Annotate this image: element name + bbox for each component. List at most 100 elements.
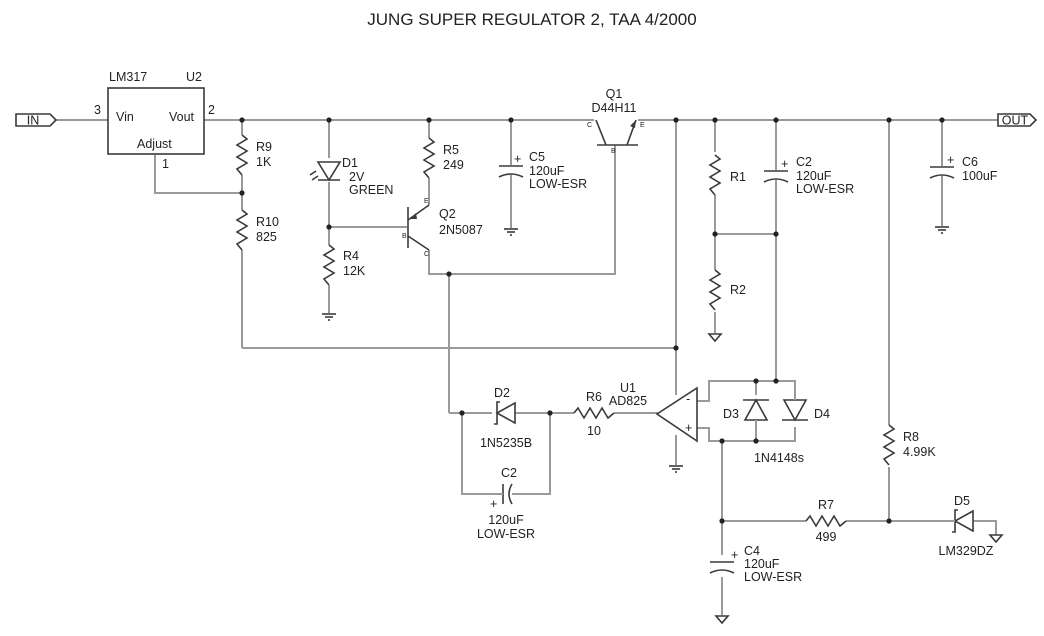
resistor-r7: R7 499 (805, 498, 847, 544)
c5-value: 120uF (529, 164, 565, 178)
c6-plus: + (947, 153, 954, 167)
u1-ref: U1 (620, 381, 636, 395)
c2-top-value: 120uF (796, 169, 832, 183)
capacitor-c2-bottom: + C2 120uF LOW-ESR (477, 466, 535, 541)
resistor-r5: R5 249 (422, 137, 464, 179)
zener-d5: D5 LM329DZ (939, 494, 994, 558)
c4-desc: LOW-ESR (744, 570, 802, 584)
diode-d3: D3 (723, 398, 769, 427)
opamp-u1: - + U1 AD825 (609, 381, 698, 443)
q2-pin-b: B (402, 233, 407, 240)
resistor-r1: R1 (708, 154, 746, 196)
u2-pin2: 2 (208, 103, 215, 117)
q1-pin-c: C (587, 122, 592, 129)
d4-ref: D4 (814, 407, 830, 421)
schematic-title: JUNG SUPER REGULATOR 2, TAA 4/2000 (367, 10, 696, 29)
junction-dots (239, 117, 945, 524)
r5-value: 249 (443, 158, 464, 172)
q1-value: D44H11 (592, 101, 637, 115)
d5-ref: D5 (954, 494, 970, 508)
ground-triangle-icon (707, 333, 723, 343)
d3-d4-value: 1N4148s (754, 451, 804, 465)
c2-top-desc: LOW-ESR (796, 182, 854, 196)
d2-value: 1N5235B (480, 436, 532, 450)
q1-ref: Q1 (606, 87, 623, 101)
q1-pin-e: E (640, 122, 645, 129)
resistor-r6: R6 10 (573, 390, 615, 438)
r10-ref: R10 (256, 215, 279, 229)
u1-plus: + (685, 421, 692, 435)
port-out: OUT (997, 113, 1038, 128)
resistor-r10: R10 825 (235, 209, 279, 251)
c2-bottom-plus: + (490, 497, 497, 511)
resistor-r9: R9 1K (235, 134, 272, 176)
ground-icon (669, 465, 683, 473)
c2-bottom-ref: C2 (501, 466, 517, 480)
ground-icon (504, 228, 518, 236)
zener-d2: D2 1N5235B (480, 386, 532, 450)
c5-desc: LOW-ESR (529, 177, 587, 191)
c4-plus: + (731, 548, 738, 562)
port-out-label: OUT (1002, 114, 1029, 128)
c2-bottom-value: 120uF (488, 513, 524, 527)
c5-plus: + (514, 152, 521, 166)
q2-ref: Q2 (439, 207, 456, 221)
resistor-r4: R4 12K (322, 244, 366, 286)
c2-bottom-desc: LOW-ESR (477, 527, 535, 541)
wires (56, 119, 998, 615)
u2-part: LM317 (109, 70, 147, 84)
r6-ref: R6 (586, 390, 602, 404)
u2-pin-vin: Vin (116, 110, 134, 124)
port-in-label: IN (27, 114, 40, 128)
q2-value: 2N5087 (439, 223, 483, 237)
resistor-r8: R8 4.99K (882, 424, 936, 466)
d2-ref: D2 (494, 386, 510, 400)
d3-ref: D3 (723, 407, 739, 421)
u2-pin-vout: Vout (169, 110, 195, 124)
r6-value: 10 (587, 424, 601, 438)
c6-ref: C6 (962, 155, 978, 169)
r7-ref: R7 (818, 498, 834, 512)
r2-ref: R2 (730, 283, 746, 297)
r9-ref: R9 (256, 140, 272, 154)
u2-pin-adjust: Adjust (137, 137, 172, 151)
resistor-r2: R2 (708, 269, 746, 311)
u1-minus: - (686, 392, 690, 406)
d5-value: LM329DZ (939, 544, 994, 558)
r4-ref: R4 (343, 249, 359, 263)
r7-value: 499 (816, 530, 837, 544)
r9-value: 1K (256, 155, 272, 169)
c5-ref: C5 (529, 150, 545, 164)
capacitor-c2-top: + C2 120uF LOW-ESR (763, 155, 854, 196)
q1-pin-b: B (611, 148, 616, 155)
q2-pin-c: C (424, 251, 429, 258)
ground-triangle-icon (988, 534, 1004, 544)
d1-desc: GREEN (349, 183, 393, 197)
c4-ref: C4 (744, 544, 760, 558)
c2-top-ref: C2 (796, 155, 812, 169)
capacitor-c5: + C5 120uF LOW-ESR (498, 150, 587, 191)
ground-triangle-icon (714, 615, 730, 625)
capacitor-c4: + C4 120uF LOW-ESR (709, 544, 802, 584)
ground-icon (935, 226, 949, 234)
u1-value: AD825 (609, 394, 647, 408)
q2-pin-e: E (424, 198, 429, 205)
u2-pin3: 3 (94, 103, 101, 117)
u2-pin1: 1 (162, 157, 169, 171)
transistor-q2: E B C Q2 2N5087 (402, 198, 483, 258)
led-light-icon (309, 170, 317, 176)
r1-ref: R1 (730, 170, 746, 184)
r10-value: 825 (256, 230, 277, 244)
r4-value: 12K (343, 264, 366, 278)
u2-ref: U2 (186, 70, 202, 84)
port-in: IN (15, 113, 58, 128)
d1-value: 2V (349, 170, 365, 184)
r8-ref: R8 (903, 430, 919, 444)
c6-value: 100uF (962, 169, 998, 183)
r8-value: 4.99K (903, 445, 936, 459)
diode-d4: D4 (782, 395, 830, 422)
d1-ref: D1 (342, 156, 358, 170)
c2-top-plus: + (781, 157, 788, 171)
r5-ref: R5 (443, 143, 459, 157)
